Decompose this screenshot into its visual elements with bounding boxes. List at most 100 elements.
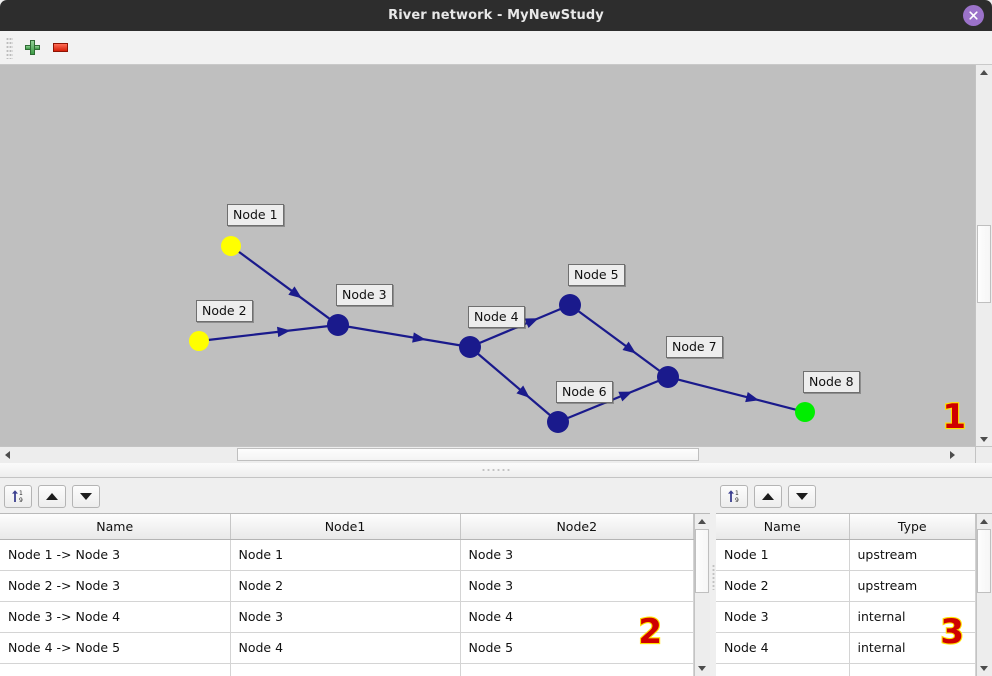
scroll-down-icon[interactable]: [976, 661, 991, 676]
graph-node-label[interactable]: Node 3: [336, 284, 393, 306]
scroll-up-icon[interactable]: [976, 65, 991, 80]
table-cell[interactable]: Node 2 -> Node 3: [0, 570, 231, 602]
graph-node-label[interactable]: Node 5: [568, 264, 625, 286]
table-cell[interactable]: internal: [849, 632, 976, 664]
network-graph-panel[interactable]: Node 1 Node 2 Node 3 Node 4 Node 5 Node 6 Node…: [0, 65, 992, 463]
graph-node[interactable]: [189, 331, 209, 351]
table-cell[interactable]: Node 1 -> Node 3: [0, 539, 231, 571]
vertical-splitter[interactable]: [710, 478, 716, 676]
graph-node-label[interactable]: Node 1: [227, 204, 284, 226]
table-row[interactable]: [716, 663, 976, 676]
scroll-right-icon[interactable]: [945, 447, 960, 462]
graph-node-label[interactable]: Node 4: [468, 306, 525, 328]
table-cell[interactable]: Node 1: [230, 539, 461, 571]
svg-text:9: 9: [19, 497, 23, 504]
remove-node-button[interactable]: [46, 35, 74, 61]
graph-node[interactable]: [327, 314, 349, 336]
graph-vscroll-thumb[interactable]: [977, 225, 991, 303]
table-cell[interactable]: Node 4: [460, 601, 694, 633]
table-cell[interactable]: Node 4: [230, 632, 461, 664]
graph-node[interactable]: [547, 411, 569, 433]
table-cell[interactable]: Node 3: [460, 539, 694, 571]
table-cell[interactable]: Node 3 -> Node 4: [0, 601, 231, 633]
nodes-scroll-thumb[interactable]: [977, 529, 991, 593]
table-cell[interactable]: Node 3: [460, 570, 694, 602]
table-cell[interactable]: Node 2: [230, 570, 461, 602]
sort-icon: 1 9: [728, 490, 739, 504]
table-cell[interactable]: [460, 663, 694, 676]
graph-edge[interactable]: [476, 352, 552, 417]
network-graph-canvas[interactable]: [0, 65, 976, 447]
column-header[interactable]: Node2: [460, 514, 694, 540]
graph-node-label[interactable]: Node 7: [666, 336, 723, 358]
table-cell[interactable]: internal: [849, 601, 976, 633]
graph-vertical-scrollbar[interactable]: [975, 65, 992, 447]
graph-node[interactable]: [459, 336, 481, 358]
scroll-up-icon[interactable]: [976, 514, 991, 529]
links-move-down-button[interactable]: [72, 484, 100, 508]
table-cell[interactable]: [716, 663, 850, 676]
graph-node[interactable]: [657, 366, 679, 388]
table-cell[interactable]: Node 3: [230, 601, 461, 633]
scroll-up-icon[interactable]: [694, 514, 709, 529]
table-cell[interactable]: Node 4: [716, 632, 850, 664]
scroll-left-icon[interactable]: [0, 447, 15, 462]
svg-text:1: 1: [19, 490, 23, 497]
column-header[interactable]: Node1: [230, 514, 461, 540]
column-header[interactable]: Type: [849, 514, 976, 540]
table-cell[interactable]: Node 3: [716, 601, 850, 633]
plus-icon: [24, 40, 40, 55]
graph-horizontal-scrollbar[interactable]: [0, 446, 976, 463]
table-cell[interactable]: Node 2: [716, 570, 850, 602]
table-cell[interactable]: Node 5: [460, 632, 694, 664]
graph-edge[interactable]: [677, 378, 797, 411]
nodes-table-scrollbar[interactable]: [976, 514, 992, 676]
links-scroll-thumb[interactable]: [695, 529, 709, 593]
graph-node[interactable]: [795, 402, 815, 422]
links-move-up-button[interactable]: [38, 484, 66, 508]
table-cell[interactable]: Node 1: [716, 539, 850, 571]
table-cell[interactable]: upstream: [849, 570, 976, 602]
close-icon[interactable]: [963, 5, 984, 26]
graph-edge[interactable]: [566, 379, 660, 420]
table-cell[interactable]: Node 4 -> Node 5: [0, 632, 231, 664]
scroll-down-icon[interactable]: [976, 432, 991, 447]
table-cell[interactable]: [230, 663, 461, 676]
graph-hscroll-thumb[interactable]: [237, 448, 699, 461]
nodes-sort-button[interactable]: 1 9: [720, 484, 748, 508]
horizontal-splitter[interactable]: [0, 463, 992, 478]
graph-node-label[interactable]: Node 2: [196, 300, 253, 322]
table-cell[interactable]: [849, 663, 976, 676]
add-node-button[interactable]: [18, 35, 46, 61]
graph-edge[interactable]: [207, 325, 329, 342]
table-row[interactable]: [0, 663, 694, 676]
scroll-down-icon[interactable]: [694, 661, 709, 676]
graph-node-label[interactable]: Node 8: [803, 371, 860, 393]
table-cell[interactable]: [0, 663, 231, 676]
graph-edge[interactable]: [347, 325, 461, 347]
graph-node[interactable]: [559, 294, 581, 316]
table-cell[interactable]: upstream: [849, 539, 976, 571]
links-table-scrollbar[interactable]: [694, 514, 710, 676]
graph-edge[interactable]: [237, 250, 331, 320]
nodes-move-up-button[interactable]: [754, 484, 782, 508]
graph-edge[interactable]: [577, 310, 661, 372]
nodes-move-down-button[interactable]: [788, 484, 816, 508]
column-header[interactable]: Name: [716, 514, 850, 540]
toolbar-grip[interactable]: [6, 36, 13, 59]
graph-node[interactable]: [221, 236, 241, 256]
links-sort-button[interactable]: 1 9: [4, 484, 32, 508]
links-panel-toolbar: 1 9: [0, 478, 710, 513]
graph-node-label[interactable]: Node 6: [556, 381, 613, 403]
column-header[interactable]: Name: [0, 514, 231, 540]
